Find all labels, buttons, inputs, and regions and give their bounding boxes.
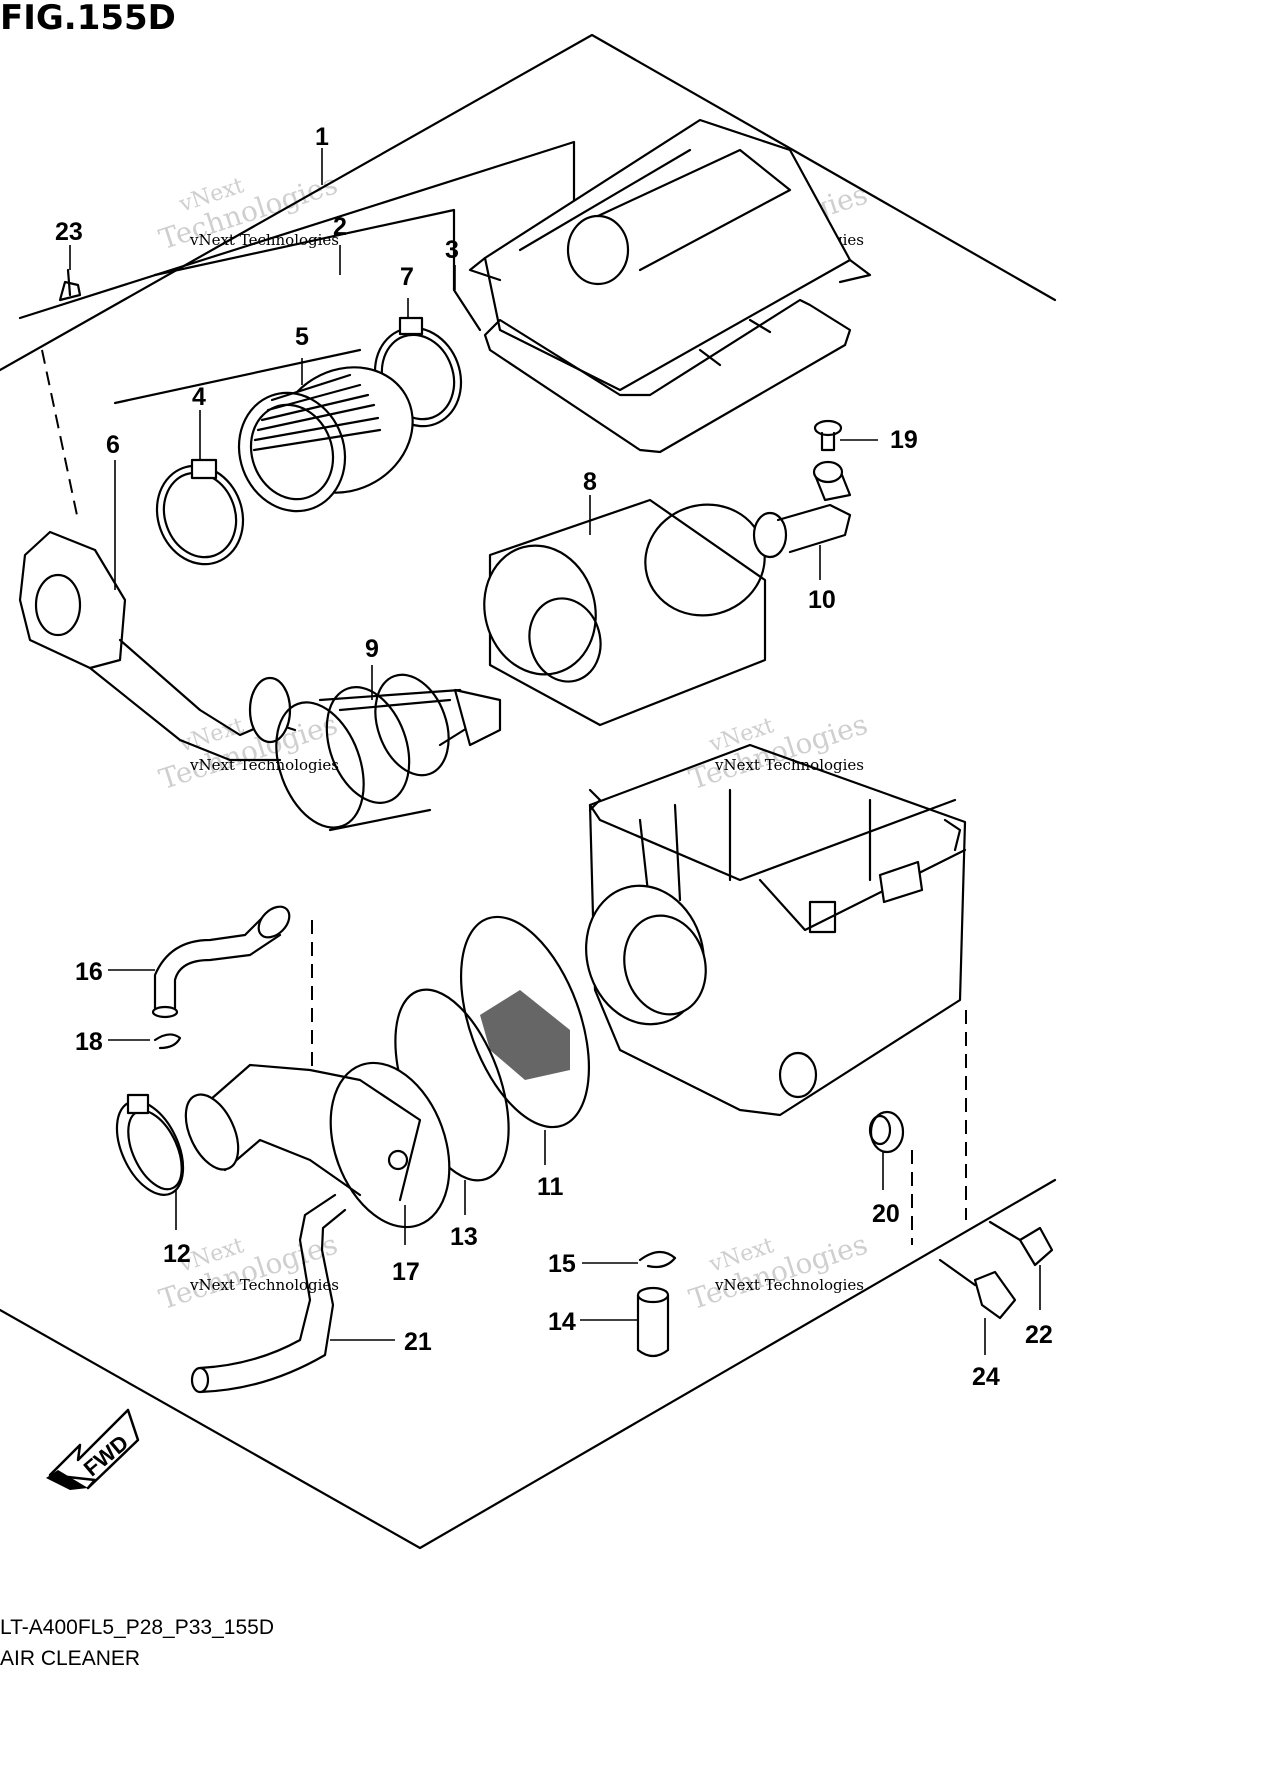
callout-3: 3: [445, 236, 459, 264]
callout-18: 18: [75, 1028, 103, 1056]
callout-21: 21: [404, 1328, 432, 1356]
callout-11: 11: [537, 1173, 564, 1201]
callout-22: 22: [1025, 1321, 1053, 1349]
part-20-grommet: [868, 1110, 905, 1154]
part-21-hose: [190, 1193, 347, 1394]
callout-13: 13: [450, 1223, 478, 1251]
callout-24: 24: [972, 1363, 1000, 1391]
watermark-text: vNext Technologies: [189, 1276, 339, 1294]
callout-23: 23: [55, 218, 83, 246]
part-19-screw: [813, 419, 843, 452]
part-11-screen: [459, 915, 591, 1129]
callout-2: 2: [333, 213, 347, 241]
part-8-filter: [483, 498, 767, 727]
callout-9: 9: [365, 635, 379, 663]
callout-6: 6: [106, 431, 120, 459]
part-16-hose: [151, 905, 291, 1019]
fwd-arrow: FWD: [46, 1408, 140, 1490]
figure-title: FIG.155D: [0, 0, 176, 38]
bracket-1: [18, 140, 576, 320]
part-10-valve: [752, 460, 852, 559]
alignment-line: [41, 349, 79, 521]
part-4-clamp: [155, 458, 245, 566]
part-22-bolt: [988, 1220, 1054, 1267]
callout-12: 12: [163, 1240, 191, 1268]
part-14-tube: [636, 1286, 670, 1358]
watermark-text: vNext Technologies: [714, 756, 864, 774]
watermark-text: vNext Technologies: [189, 756, 339, 774]
part-18-clip: [153, 1033, 182, 1050]
callout-16: 16: [75, 958, 103, 986]
assembly-frame-lower: [0, 1178, 1057, 1550]
callout-17: 17: [392, 1258, 420, 1286]
callout-15: 15: [548, 1250, 576, 1278]
callout-4: 4: [192, 383, 206, 411]
part-3-gasket: [483, 298, 852, 454]
part-9-cage: [275, 673, 502, 832]
bracket-3: [113, 348, 362, 405]
callout-8: 8: [583, 468, 597, 496]
diagram-caption: AIR CLEANER: [0, 1647, 141, 1670]
callout-7: 7: [400, 263, 414, 291]
callout-1: 1: [315, 123, 329, 151]
leader-lines: [69, 148, 1041, 1355]
air-cleaner-box: [585, 743, 967, 1117]
part-3-cleaner-cap: [468, 118, 872, 392]
part-12-clamp: [115, 1093, 185, 1196]
callout-19: 19: [890, 426, 918, 454]
watermark-text: vNext Technologies: [714, 1276, 864, 1294]
callout-20: 20: [872, 1200, 900, 1228]
part-17-duct: [184, 1061, 451, 1229]
assembly-frame: [0, 33, 1057, 372]
bracket-2: [153, 208, 482, 332]
callout-14: 14: [548, 1308, 576, 1336]
part-5-bellows: [237, 366, 414, 513]
part-24-sensor: [938, 1258, 1017, 1320]
part-23-clip: [58, 268, 82, 302]
callout-10: 10: [808, 586, 836, 614]
callout-5: 5: [295, 323, 309, 351]
part-6-duct: [18, 530, 297, 762]
callout-labels: 1 2 3 4 5 6 7 8 9 10 11 12 13 14 15 16 1…: [55, 123, 1053, 1391]
diagram-code: LT-A400FL5_P28_P33_155D: [0, 1616, 274, 1639]
part-15-clip: [638, 1250, 677, 1269]
